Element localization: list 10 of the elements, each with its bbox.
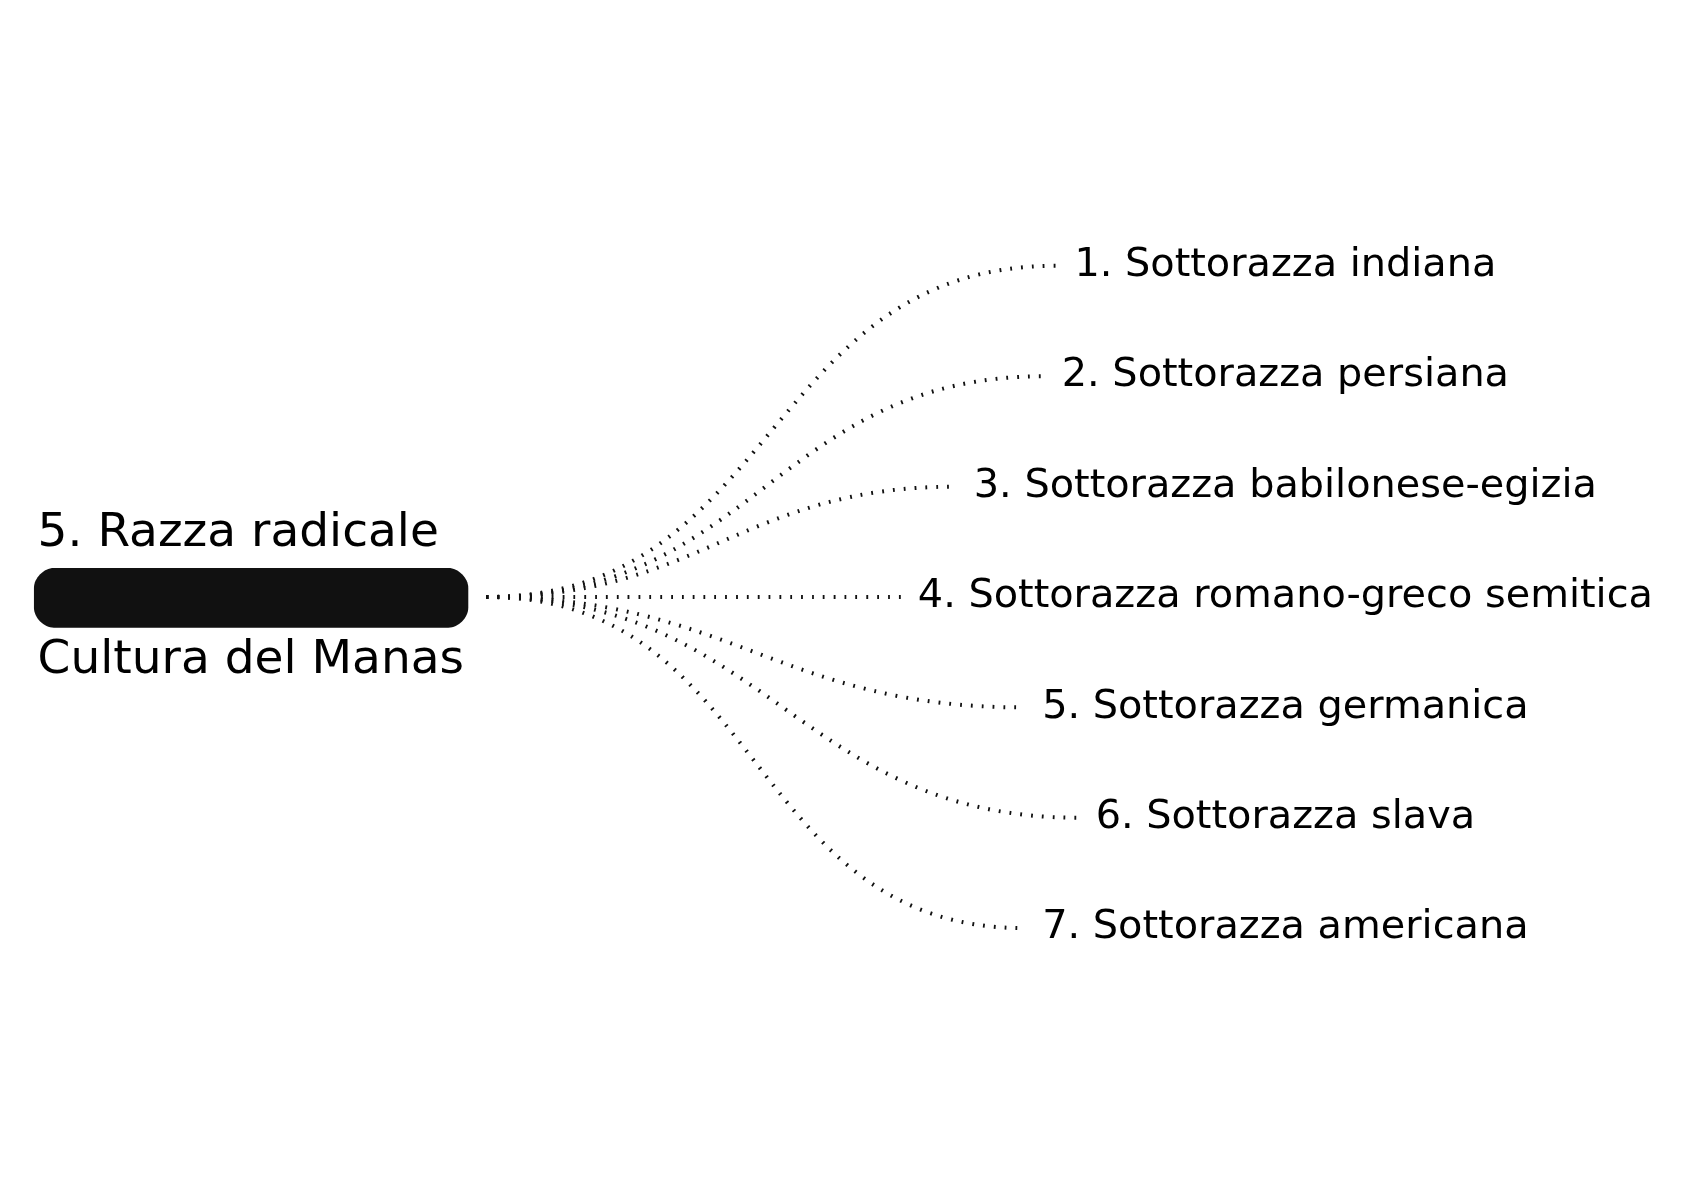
node-text: 3. Sottorazza babilonese-egizia: [973, 459, 1597, 506]
node-text: 6. Sottorazza slava: [1095, 790, 1476, 837]
node-text: 4. Sottorazza romano-greco semitica: [917, 570, 1653, 617]
node-text: 1. Sottorazza indiana: [1074, 238, 1497, 285]
node-label: 5. Razza radicale: [37, 501, 439, 557]
node-text: 7. Sottorazza americana: [1042, 901, 1529, 948]
node-box: [33, 568, 469, 628]
node-label: Cultura del Manas: [37, 628, 465, 684]
node-text: 5. Sottorazza germanica: [1042, 680, 1529, 727]
node-text: 2. Sottorazza persiana: [1061, 349, 1510, 396]
